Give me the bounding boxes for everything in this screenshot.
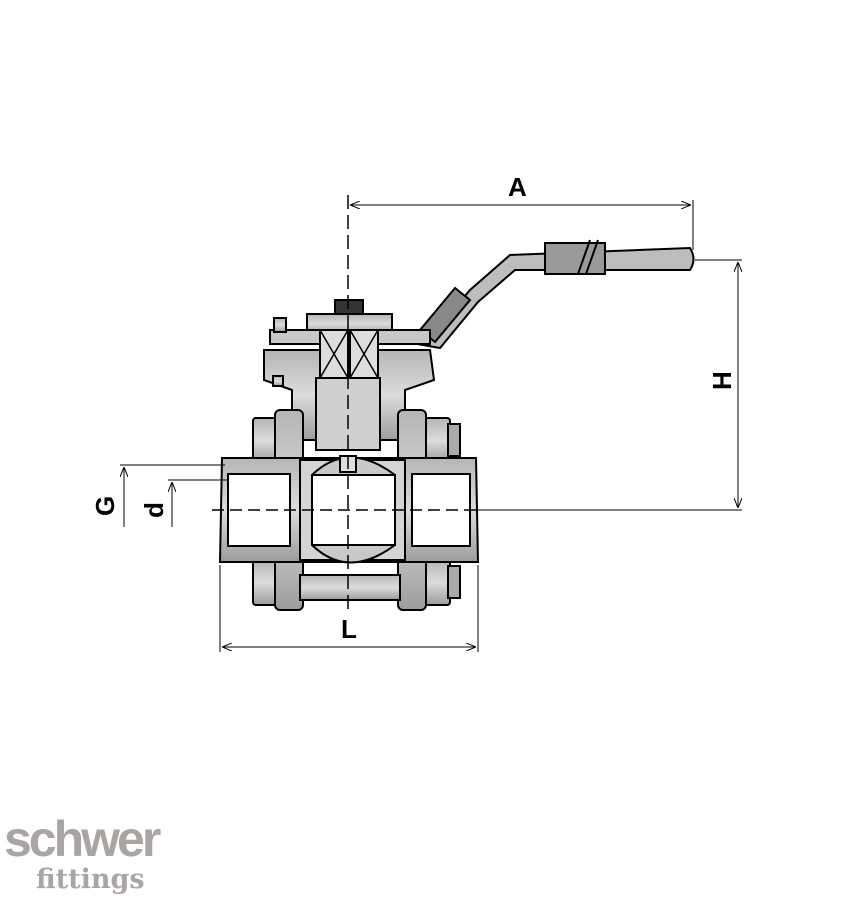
schwer-logo: schwer fittings (4, 811, 164, 895)
dimension-g-label: G (90, 496, 120, 516)
dimension-l-label: L (341, 614, 357, 644)
logo-line1: schwer (4, 811, 161, 867)
dimension-a-label: A (508, 172, 527, 202)
valve-stem-assembly (263, 299, 436, 451)
logo-line2: fittings (36, 864, 145, 895)
dimension-h-label: H (707, 371, 737, 390)
dimension-d-label: d (139, 502, 169, 518)
dimension-lines (120, 200, 742, 652)
center-lines (212, 195, 742, 610)
lever-handle (394, 239, 695, 350)
